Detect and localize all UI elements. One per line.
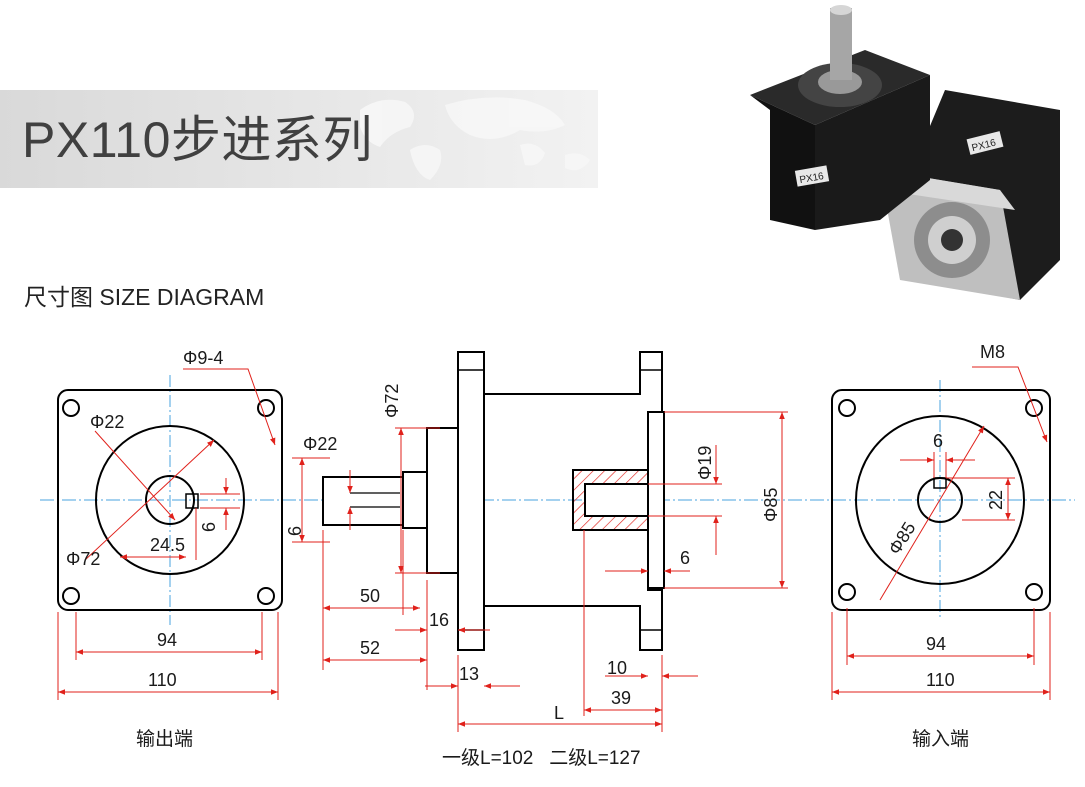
side-key-width: 6 [285,526,305,536]
gearbox-rear-unit: PX16 [880,90,1060,300]
side-flange-thk: 13 [459,664,479,684]
output-end-view [57,375,283,625]
section-subtitle: 尺寸图 SIZE DIAGRAM [24,284,265,310]
input-thread-label: M8 [980,342,1005,362]
input-bore-depth: 22 [986,490,1006,510]
input-key-width: 6 [933,431,943,451]
output-pcd: Φ72 [66,549,100,569]
output-end-label: 输出端 [136,728,193,750]
input-end-view [831,380,1051,620]
side-length-label: L [554,703,564,723]
side-dimensions [292,411,788,732]
output-hole-label: Φ9-4 [183,348,223,368]
world-map-graphic [360,97,590,180]
gearbox-front-unit: PX16 [750,5,930,230]
input-pcd-width: 94 [926,634,946,654]
output-pcd-width: 94 [157,630,177,650]
front-unit-label: PX16 [799,171,825,186]
side-shaft-total: 52 [360,638,380,658]
side-rear-thk: 6 [680,548,690,568]
input-pcd: Φ85 [884,518,919,558]
side-shaft-len: 50 [360,586,380,606]
side-section-view [322,351,665,651]
output-dimensions [57,368,279,700]
side-shaft-dia: Φ22 [303,434,337,454]
output-key-width: 6 [199,522,219,532]
output-shaft-dia: Φ22 [90,412,124,432]
output-flange-width: 110 [148,670,177,690]
input-dimensions [831,366,1051,700]
input-end-label: 输入端 [912,728,969,750]
side-bore-dia: Φ19 [695,446,715,480]
side-body-dia: Φ85 [761,488,781,522]
input-flange-width: 110 [926,670,955,690]
page-title: PX110步进系列 [22,112,373,168]
side-rear-len: 39 [611,688,631,708]
product-photo: PX16 PX16 [750,5,1060,300]
side-pilot-len: 16 [429,610,449,630]
side-pilot-dia: Φ72 [382,384,402,418]
output-key-offset: 24.5 [150,535,185,555]
title-banner [0,90,598,188]
side-length-note: 一级L=102 二级L=127 [442,747,641,769]
side-rear-flange: 10 [607,658,627,678]
